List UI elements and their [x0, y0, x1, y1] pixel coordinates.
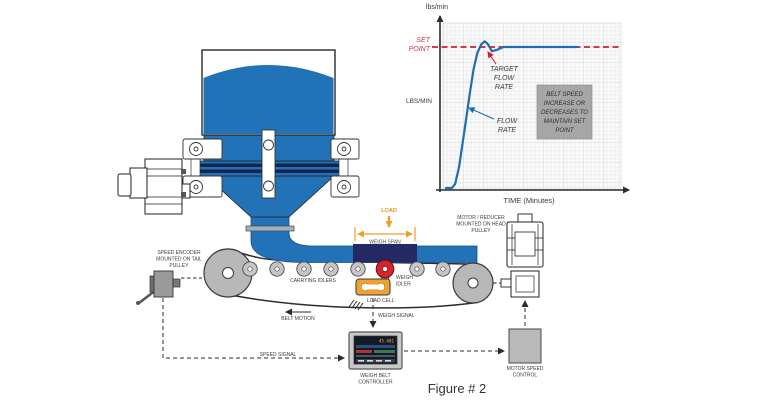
- motor-center-block: [514, 231, 536, 257]
- motor-reducer: [493, 213, 544, 298]
- x-axis-label: TIME (Minutes): [503, 196, 555, 205]
- speed-encoder: SPEED ENCODER MOUNTED ON TAIL PULLEY: [136, 250, 202, 305]
- center-bolt-top: [263, 139, 274, 151]
- target-flow-label-2: FLOW: [494, 75, 516, 82]
- flow-rate-curve: [444, 40, 579, 190]
- speed-signal-label: SPEED SIGNAL: [260, 352, 297, 358]
- carrying-idlers: [242, 261, 451, 277]
- note-line-3: DECREASES TO: [541, 110, 588, 116]
- material-level: [203, 65, 334, 134]
- signal-lines: [162, 298, 529, 362]
- ground-hatch-icon: [348, 299, 364, 311]
- material-stream: [250, 216, 478, 263]
- carrying-idlers-label: CARRYING IDLERS: [290, 278, 336, 284]
- y-axis-unit-label: lbs/min: [426, 4, 448, 11]
- speed-signal-line: [162, 298, 345, 362]
- set-point-label-1: SET: [416, 37, 430, 44]
- head-pulley-hub: [467, 277, 479, 289]
- vibrator-motor: [117, 158, 191, 215]
- motor-reducer-label-3: PULLEY: [471, 228, 491, 234]
- flow-rate-label-1: FLOW: [497, 118, 519, 125]
- weigh-idler-label-1: WEIGH: [396, 275, 413, 281]
- weigh-belt-controller: 45.481 WEIGH BELT CONTROLLER: [348, 331, 403, 386]
- speed-encoder-label-3: PULLEY: [169, 263, 189, 269]
- encoder-body: [153, 270, 174, 298]
- chute-clamp: [245, 225, 295, 232]
- load-cell-label: LOAD CELL: [367, 298, 395, 304]
- flow-rate-chart: BELT SPEED INCREASE OR DECREASES TO MAIN…: [406, 4, 630, 205]
- frame-link-right: [338, 156, 349, 179]
- gearbox-shaft: [500, 278, 512, 288]
- flow-rate-label-2: RATE: [498, 127, 516, 134]
- motor-speed-control-label-2: CONTROL: [513, 373, 538, 379]
- frame-bolts: [189, 142, 351, 194]
- frame-link-left: [190, 156, 201, 179]
- set-point-label-2: POINT: [409, 46, 431, 53]
- flow-rate-arrow: [468, 107, 495, 120]
- weigh-signal-label: WEIGH SIGNAL: [378, 313, 415, 319]
- load-label: LOAD: [381, 208, 397, 214]
- note-line-4: MAINTAIN SET: [544, 119, 587, 125]
- weigh-idler-hub: [382, 266, 388, 272]
- target-flow-label-3: RATE: [495, 84, 513, 91]
- speed-encoder-label-2: MOUNTED ON TAIL: [156, 257, 202, 263]
- speed-encoder-label-1: SPEED ENCODER: [157, 250, 201, 256]
- gearbox-face: [515, 275, 535, 293]
- motor-reducer-label-1: MOTOR / REDUCER: [457, 215, 505, 221]
- hopper: [182, 49, 478, 263]
- load-cell-dogbone: [360, 282, 386, 292]
- note-line-1: BELT SPEED: [546, 92, 583, 98]
- controller-label-1: WEIGH BELT: [360, 373, 390, 379]
- tail-pulley-hub: [222, 267, 234, 279]
- weigh-idler-assembly: [348, 259, 395, 311]
- weigh-span-label: WEIGH SPAN: [369, 240, 401, 246]
- belt-speed-note-box: [536, 84, 593, 140]
- center-bolt-bottom: [263, 180, 274, 192]
- load-weigh-span: LOAD WEIGH SPAN: [354, 208, 416, 246]
- encoder-shaft: [172, 278, 181, 288]
- motor-speed-control-label-1: MOTOR SPEED: [507, 366, 544, 372]
- motor-reducer-label-2: MOUNTED ON HEAD: [456, 222, 506, 228]
- controller-display-value: 45.481: [379, 339, 395, 344]
- motor-speed-control-box: [508, 328, 542, 364]
- encoder-arm-foot: [136, 301, 140, 305]
- motor-top-cap: [517, 213, 533, 223]
- lbs-min-label: LBS/MIN: [406, 98, 432, 105]
- target-flow-label-1: TARGET: [490, 66, 519, 73]
- weigh-idler-label-2: IDLER: [396, 282, 411, 288]
- target-flow-arrow: [487, 51, 497, 65]
- belt-motion-label: BELT MOTION: [281, 316, 315, 322]
- note-line-2: INCREASE OR: [544, 101, 586, 107]
- note-line-5: POINT: [555, 128, 575, 134]
- controller-label-2: CONTROLLER: [358, 380, 393, 386]
- weigh-span-section: [353, 244, 417, 263]
- figure-caption: Figure # 2: [428, 381, 487, 396]
- motor-speed-control: MOTOR SPEED CONTROL: [507, 328, 544, 379]
- controller-screen-rows: [356, 345, 395, 363]
